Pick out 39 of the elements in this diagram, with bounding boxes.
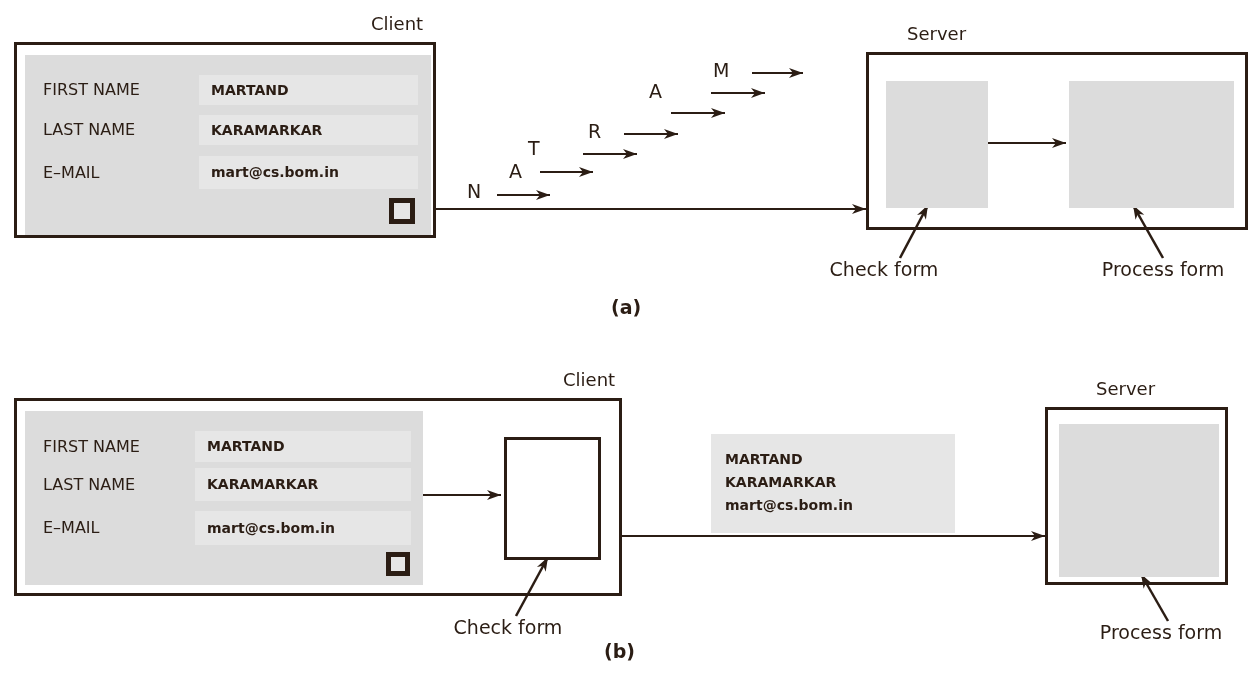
shaded-box [1059, 424, 1219, 577]
input-field: mart@cs.bom.in [199, 156, 418, 189]
input-field: MARTAND [199, 75, 418, 105]
box-heading: Server [907, 23, 967, 44]
callout-label: Check form [818, 256, 950, 282]
letter-label: T [528, 137, 540, 159]
shaded-box [886, 81, 988, 208]
input-field: KARAMARKAR [199, 115, 418, 145]
panel-label: (a) [611, 296, 642, 318]
empty-box [504, 437, 601, 560]
letter-label: A [649, 80, 662, 102]
field-label: FIRST NAME [43, 436, 140, 457]
shaded-box [1069, 81, 1234, 208]
box-heading: Client [371, 13, 424, 34]
callout-label: Check form [430, 614, 586, 640]
letter-label: R [588, 120, 602, 142]
data-line: mart@cs.bom.in [725, 496, 854, 515]
letter-label: N [467, 180, 482, 202]
field-label: E–MAIL [43, 162, 100, 183]
field-label: FIRST NAME [43, 80, 140, 100]
data-line: KARAMARKAR [725, 473, 838, 492]
field-label: E–MAIL [43, 518, 100, 538]
letter-label: A [509, 160, 522, 182]
callout-label: Process form [1074, 256, 1252, 282]
callout-label: Process form [1071, 619, 1251, 645]
panel-label: (b) [604, 640, 635, 662]
box-heading: Server [1096, 378, 1156, 399]
arrow [621, 531, 1046, 541]
input-field: KARAMARKAR [195, 468, 411, 501]
box-heading: Client [563, 369, 616, 390]
field-label: LAST NAME [43, 474, 136, 495]
arrow [435, 204, 867, 214]
form-panel [25, 411, 423, 585]
data-box [711, 434, 955, 533]
letter-label: M [713, 59, 730, 81]
field-label: LAST NAME [43, 120, 136, 140]
data-line: MARTAND [725, 450, 804, 469]
input-field: MARTAND [195, 431, 411, 462]
input-field: mart@cs.bom.in [195, 511, 411, 545]
